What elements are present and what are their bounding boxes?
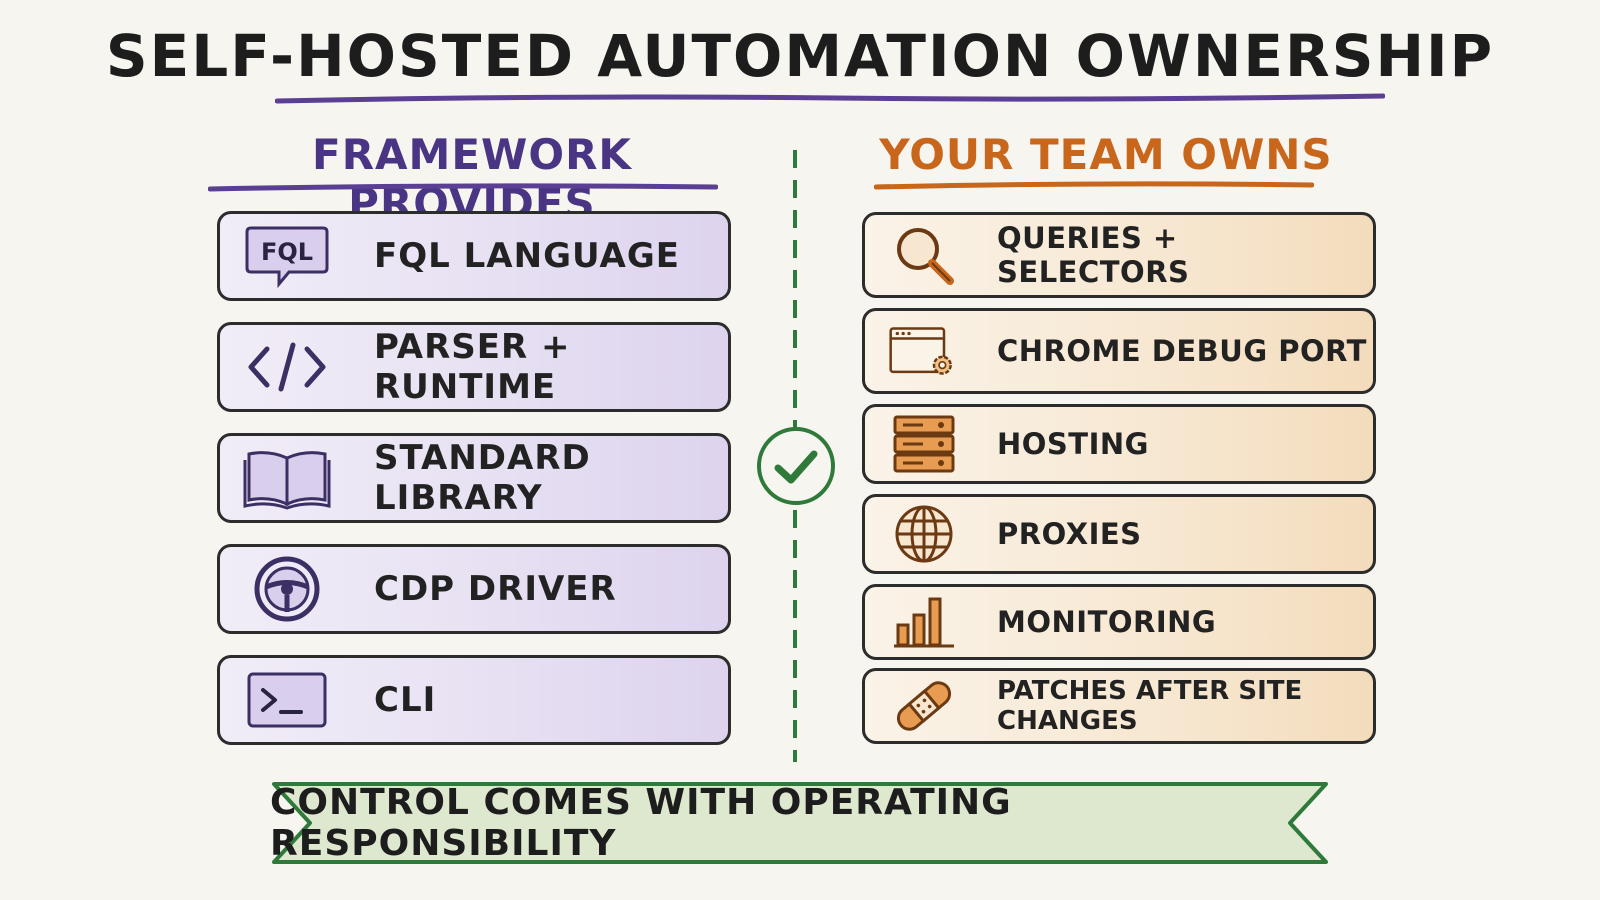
team-item-proxies: PROXIES [862, 494, 1376, 574]
conclusion-banner-text: CONTROL COMES WITH OPERATING RESPONSIBIL… [270, 782, 1012, 864]
team-item-label: QUERIES + SELECTORS [997, 221, 1190, 289]
team-item-hosting: HOSTING [862, 404, 1376, 484]
framework-item-label: CDP DRIVER [374, 569, 617, 609]
framework-item-label: FQL LANGUAGE [374, 236, 680, 276]
magnifier-icon [889, 223, 959, 287]
team-item-label: PROXIES [997, 517, 1142, 551]
team-item-label: CHROME DEBUG PORT [997, 334, 1367, 368]
bar-chart-icon [889, 590, 959, 654]
framework-item-label: CLI [374, 680, 437, 720]
code-brackets-icon [242, 335, 332, 399]
team-item-label: HOSTING [997, 427, 1149, 461]
page-title: SELF-HOSTED AUTOMATION OWNERSHIP [105, 22, 1495, 90]
browser-gear-icon [889, 319, 959, 383]
team-item-label: MONITORING [997, 605, 1217, 639]
fql-icon-text: FQL [261, 238, 313, 266]
framework-item-parser-runtime: PARSER + RUNTIME [217, 322, 731, 412]
terminal-prompt-icon [242, 668, 332, 732]
conclusion-banner [272, 782, 1328, 864]
fql-speech-bubble-icon: FQL [242, 224, 332, 288]
open-book-icon [242, 446, 332, 510]
framework-item-cli: CLI [217, 655, 731, 745]
framework-heading-underline [208, 183, 718, 192]
framework-item-fql-language: FQL FQL LANGUAGE [217, 211, 731, 301]
globe-icon [889, 502, 959, 566]
your-team-owns-heading: YOUR TEAM OWNS [879, 130, 1333, 179]
title-underline [275, 93, 1385, 104]
team-item-patches-after-site-changes: PATCHES AFTER SITE CHANGES [862, 668, 1376, 744]
team-item-monitoring: MONITORING [862, 584, 1376, 660]
steering-wheel-icon [242, 556, 332, 622]
team-heading-underline [874, 181, 1314, 190]
framework-item-label: STANDARD LIBRARY [374, 438, 591, 518]
framework-item-standard-library: STANDARD LIBRARY [217, 433, 731, 523]
team-item-queries-selectors: QUERIES + SELECTORS [862, 212, 1376, 298]
server-rack-icon [889, 412, 959, 476]
bandage-icon [889, 674, 959, 738]
framework-item-cdp-driver: CDP DRIVER [217, 544, 731, 634]
check-circle-icon [757, 427, 835, 505]
team-item-chrome-debug-port: CHROME DEBUG PORT [862, 308, 1376, 394]
team-item-label: PATCHES AFTER SITE CHANGES [997, 676, 1303, 736]
framework-item-label: PARSER + RUNTIME [374, 327, 571, 407]
